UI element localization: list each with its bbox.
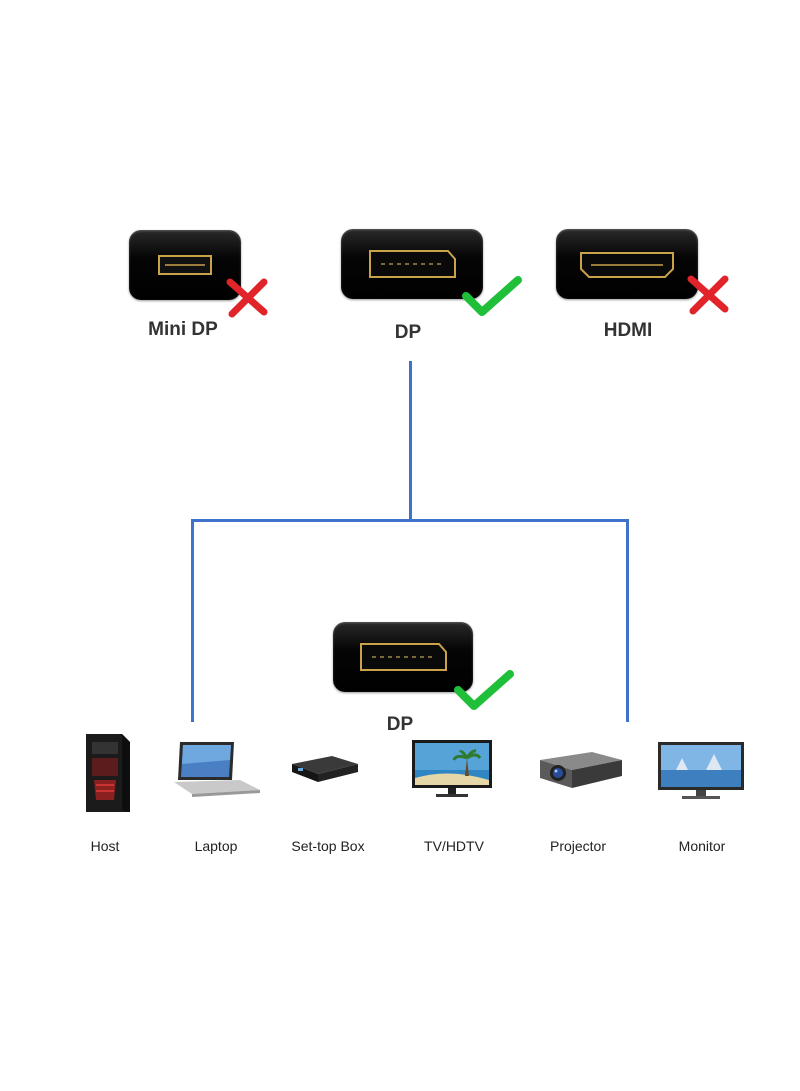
dp-socket-icon	[360, 643, 447, 671]
check-icon	[454, 670, 514, 710]
projector-icon	[540, 752, 622, 788]
device-label-laptop: Laptop	[194, 838, 238, 854]
desktop-tower-icon	[86, 734, 130, 812]
dp-target-port	[333, 622, 473, 692]
mini-dp-label: Mini DP	[148, 319, 218, 340]
dp-socket-icon	[369, 250, 456, 278]
hdmi-socket-icon	[580, 252, 674, 278]
device-label-tv: TV/HDTV	[424, 838, 484, 854]
connector-right-drop	[626, 519, 629, 722]
laptop-icon	[174, 742, 260, 797]
dp-label: DP	[394, 322, 422, 343]
tv-icon	[412, 740, 492, 797]
device-label-host: Host	[90, 838, 120, 854]
mini-dp-port	[129, 230, 241, 300]
device-label-monitor: Monitor	[678, 838, 726, 854]
connector-bar	[191, 519, 629, 522]
hdmi-label: HDMI	[603, 320, 653, 341]
dp-port	[341, 229, 483, 299]
connector-trunk	[409, 361, 412, 521]
check-icon	[462, 276, 522, 316]
cross-icon	[226, 278, 268, 318]
cross-icon	[687, 275, 729, 315]
set-top-box-icon	[292, 756, 358, 782]
hdmi-port	[556, 229, 698, 299]
monitor-icon	[658, 742, 744, 799]
dp-target-label: DP	[386, 714, 414, 735]
mini-dp-socket-icon	[158, 255, 212, 275]
device-label-projector: Projector	[549, 838, 607, 854]
device-label-set-top-box: Set-top Box	[291, 838, 365, 854]
connector-left-drop	[191, 519, 194, 722]
